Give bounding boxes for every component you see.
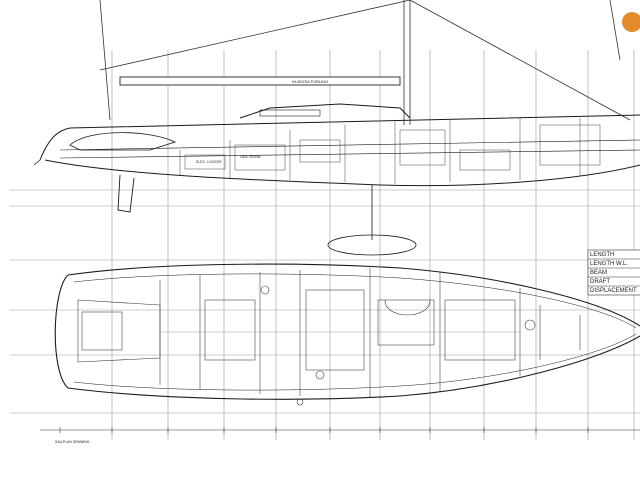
spec-displacement: DISPLACEMENT <box>590 288 637 294</box>
spec-draft: DRAFT <box>590 279 610 285</box>
reference-lines <box>10 189 640 414</box>
rigging <box>99 0 631 125</box>
cabin-label-1: ELEC. LOCKER <box>196 160 222 164</box>
scale-bar <box>40 427 640 433</box>
station-grid <box>111 50 635 440</box>
title-block: SAILPLAN DRAWING <box>55 440 90 444</box>
brand-logo-icon <box>622 12 640 32</box>
spec-length-wl: LENGTH W.L. <box>590 261 629 267</box>
spec-table <box>587 249 640 296</box>
profile-interior <box>179 118 601 184</box>
boom: IN-BOOM FURLING <box>119 76 401 86</box>
spec-length: LENGTH <box>590 252 615 258</box>
cabin-label-2: GEN. ROOM <box>240 155 261 159</box>
spec-beam: BEAM <box>590 270 608 276</box>
hull-plan <box>54 263 640 400</box>
boom-label: IN-BOOM FURLING <box>292 79 328 84</box>
plan-interior <box>77 268 581 406</box>
hull-profile <box>33 103 640 256</box>
